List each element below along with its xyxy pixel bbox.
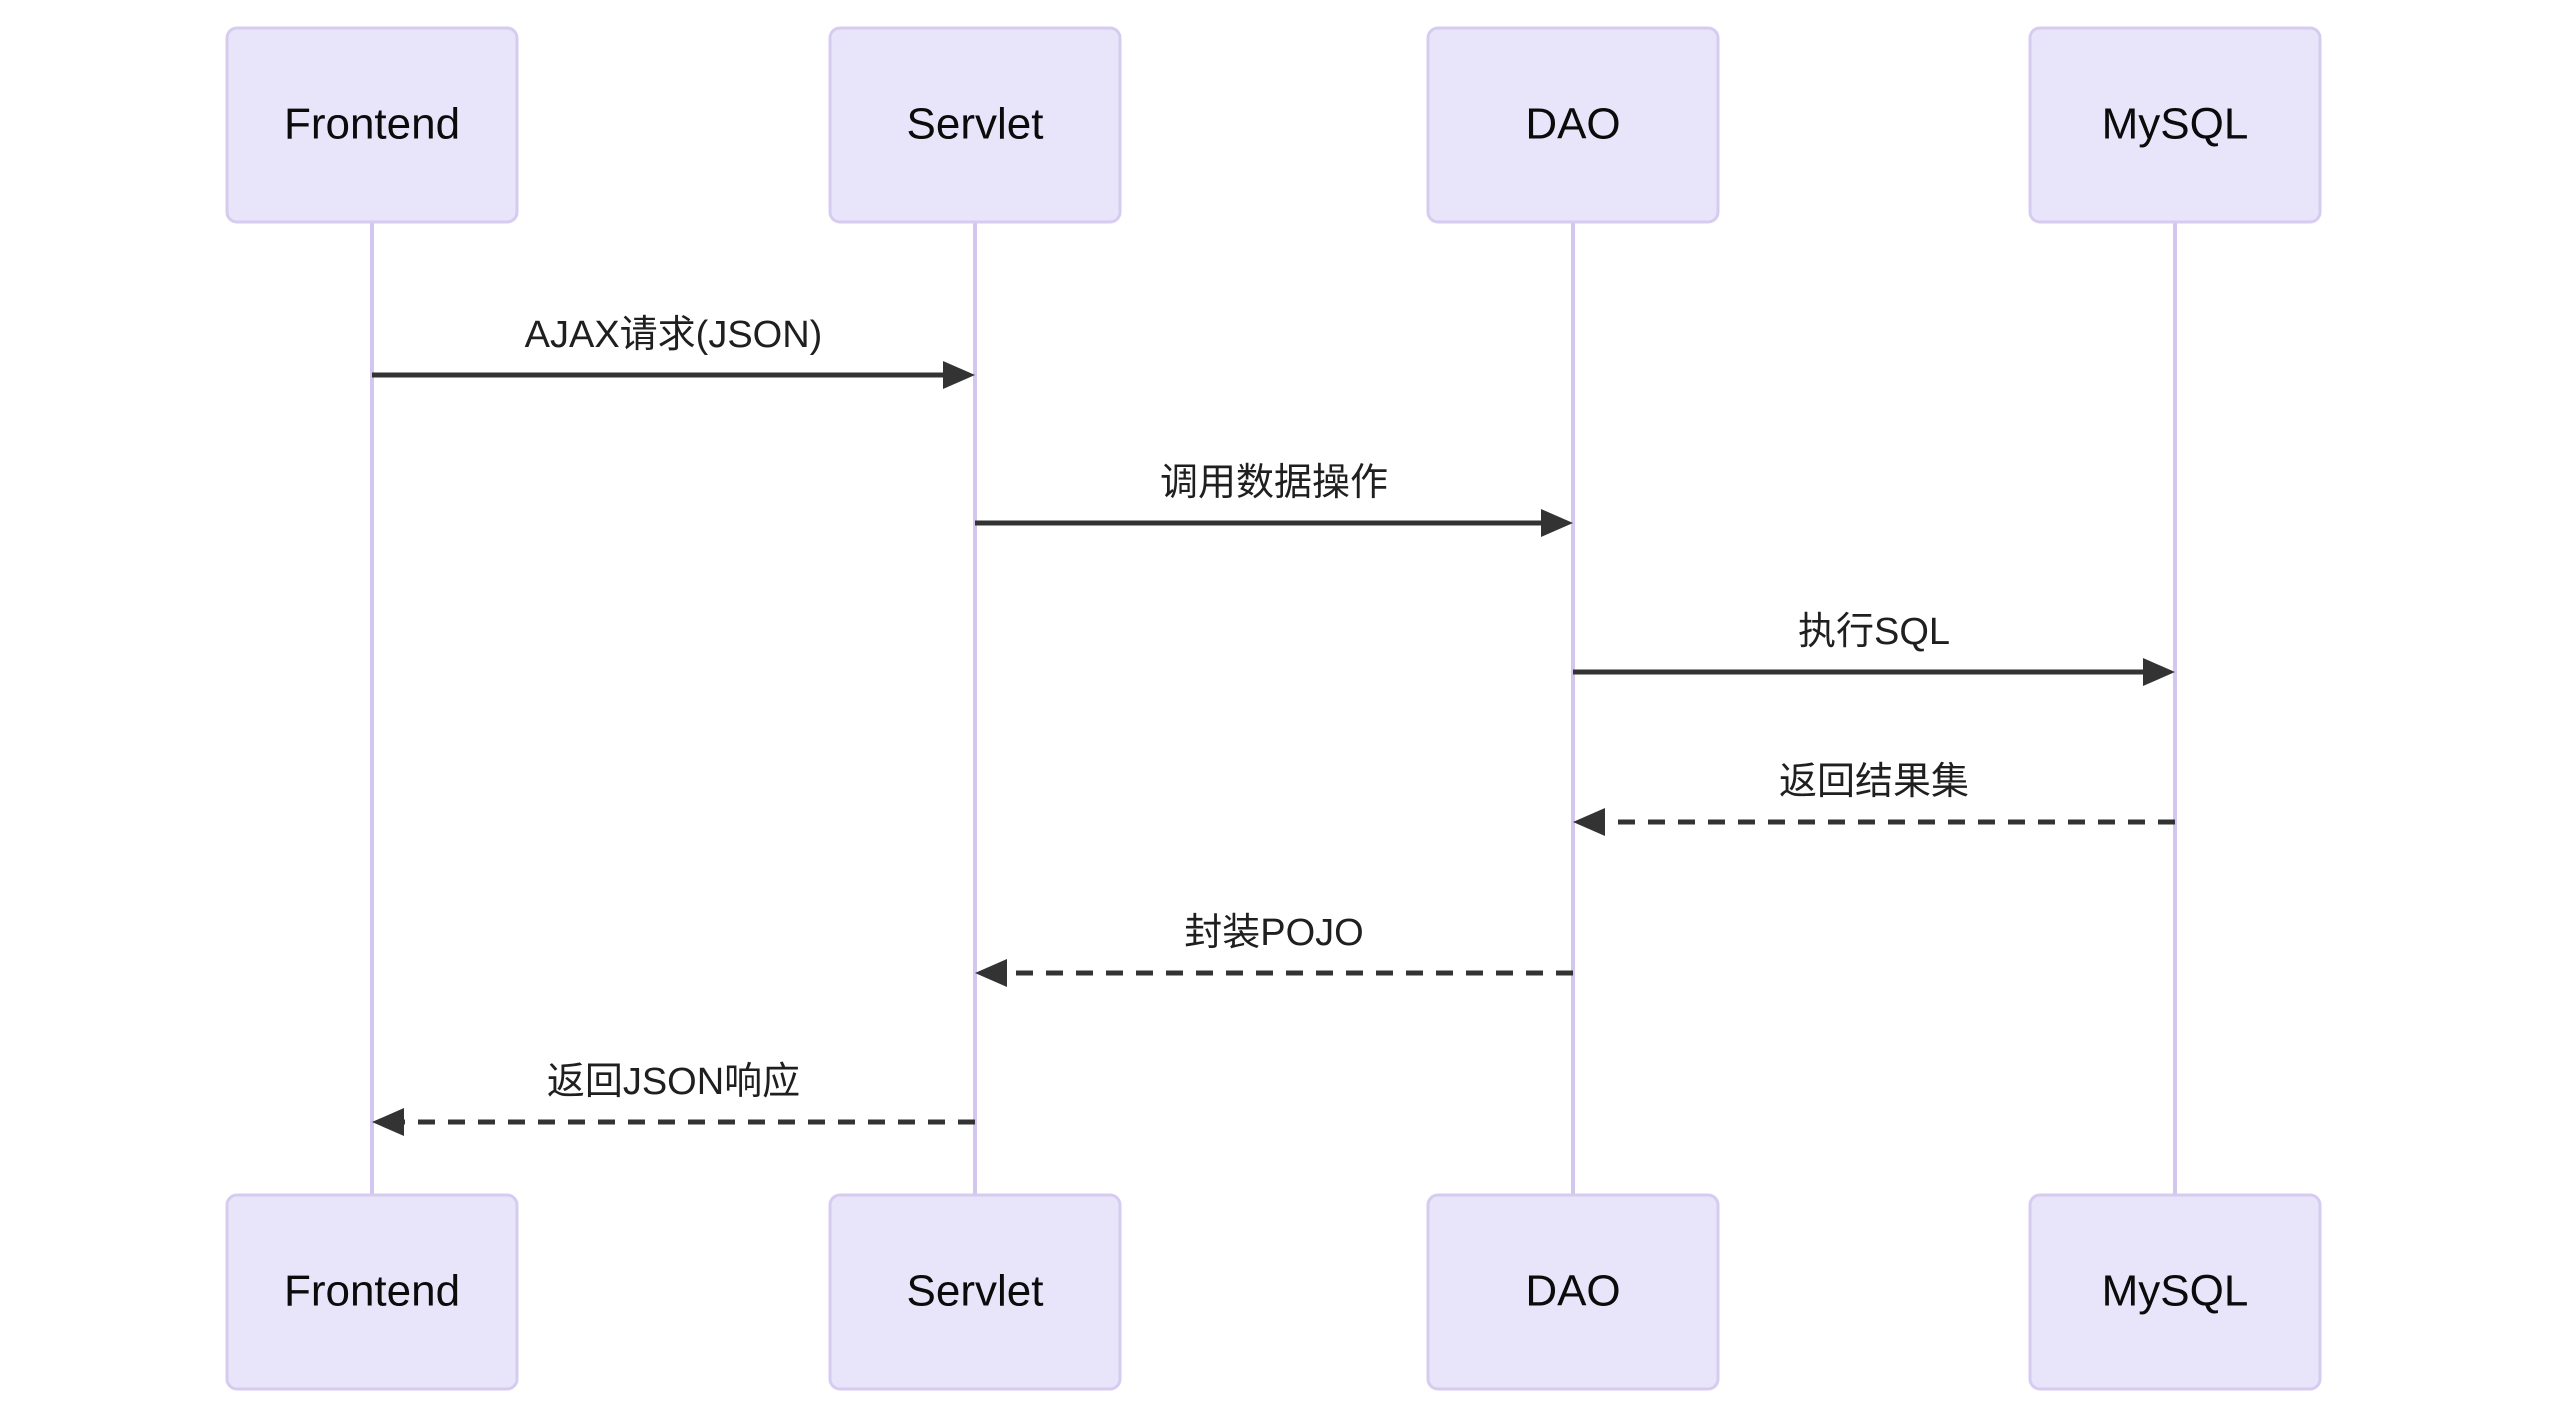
- actor-box-frontend-top[interactable]: Frontend: [225, 26, 519, 224]
- message-5-dao-to-servlet[interactable]: 封装POJO: [975, 912, 1573, 987]
- actor-box-dao-bottom[interactable]: DAO: [1426, 1193, 1720, 1391]
- actor-label-mysql: MySQL: [2102, 1267, 2249, 1316]
- actor-box-mysql-bottom[interactable]: MySQL: [2028, 1193, 2322, 1391]
- actor-label-dao: DAO: [1525, 1267, 1620, 1316]
- actor-label-servlet: Servlet: [907, 100, 1044, 149]
- actor-box-rect: [225, 26, 519, 224]
- actor-box-frontend-bottom[interactable]: Frontend: [225, 1193, 519, 1391]
- lifelines-layer: [370, 222, 2177, 1195]
- message-arrowhead: [975, 959, 1007, 987]
- message-arrowhead: [1573, 808, 1605, 836]
- actor-box-rect: [1426, 1193, 1720, 1391]
- actor-box-rect: [828, 26, 1122, 224]
- message-label: 返回JSON响应: [547, 1061, 800, 1103]
- top-actor-boxes-layer: Frontend Servlet DAO MySQL: [225, 26, 2322, 224]
- actor-box-rect: [225, 1193, 519, 1391]
- actor-box-rect: [1426, 26, 1720, 224]
- bottom-actor-boxes-layer: Frontend Servlet DAO MySQL: [225, 1193, 2322, 1391]
- actor-box-mysql-top[interactable]: MySQL: [2028, 26, 2322, 224]
- actor-label-frontend: Frontend: [284, 100, 460, 149]
- actor-box-servlet-bottom[interactable]: Servlet: [828, 1193, 1122, 1391]
- actor-label-frontend: Frontend: [284, 1267, 460, 1316]
- actor-box-rect: [2028, 26, 2322, 224]
- message-label: 调用数据操作: [1160, 462, 1388, 504]
- message-label: 执行SQL: [1798, 611, 1950, 653]
- actor-box-dao-top[interactable]: DAO: [1426, 26, 1720, 224]
- message-arrowhead: [1541, 509, 1573, 537]
- message-arrowhead: [2143, 658, 2175, 686]
- actor-box-servlet-top[interactable]: Servlet: [828, 26, 1122, 224]
- actor-label-dao: DAO: [1525, 100, 1620, 149]
- actor-box-rect: [828, 1193, 1122, 1391]
- actor-label-mysql: MySQL: [2102, 100, 2249, 149]
- message-arrowhead: [372, 1108, 404, 1136]
- message-2-servlet-to-dao[interactable]: 调用数据操作: [975, 462, 1573, 537]
- message-label: 返回结果集: [1779, 761, 1969, 803]
- message-1-frontend-to-servlet[interactable]: AJAX请求(JSON): [372, 314, 975, 389]
- message-arrowhead: [943, 361, 975, 389]
- message-3-dao-to-mysql[interactable]: 执行SQL: [1573, 611, 2175, 686]
- message-6-servlet-to-frontend[interactable]: 返回JSON响应: [372, 1061, 975, 1136]
- message-4-mysql-to-dao[interactable]: 返回结果集: [1573, 761, 2175, 836]
- message-label: 封装POJO: [1184, 912, 1363, 954]
- actor-label-servlet: Servlet: [907, 1267, 1044, 1316]
- actor-box-rect: [2028, 1193, 2322, 1391]
- message-label: AJAX请求(JSON): [525, 314, 823, 356]
